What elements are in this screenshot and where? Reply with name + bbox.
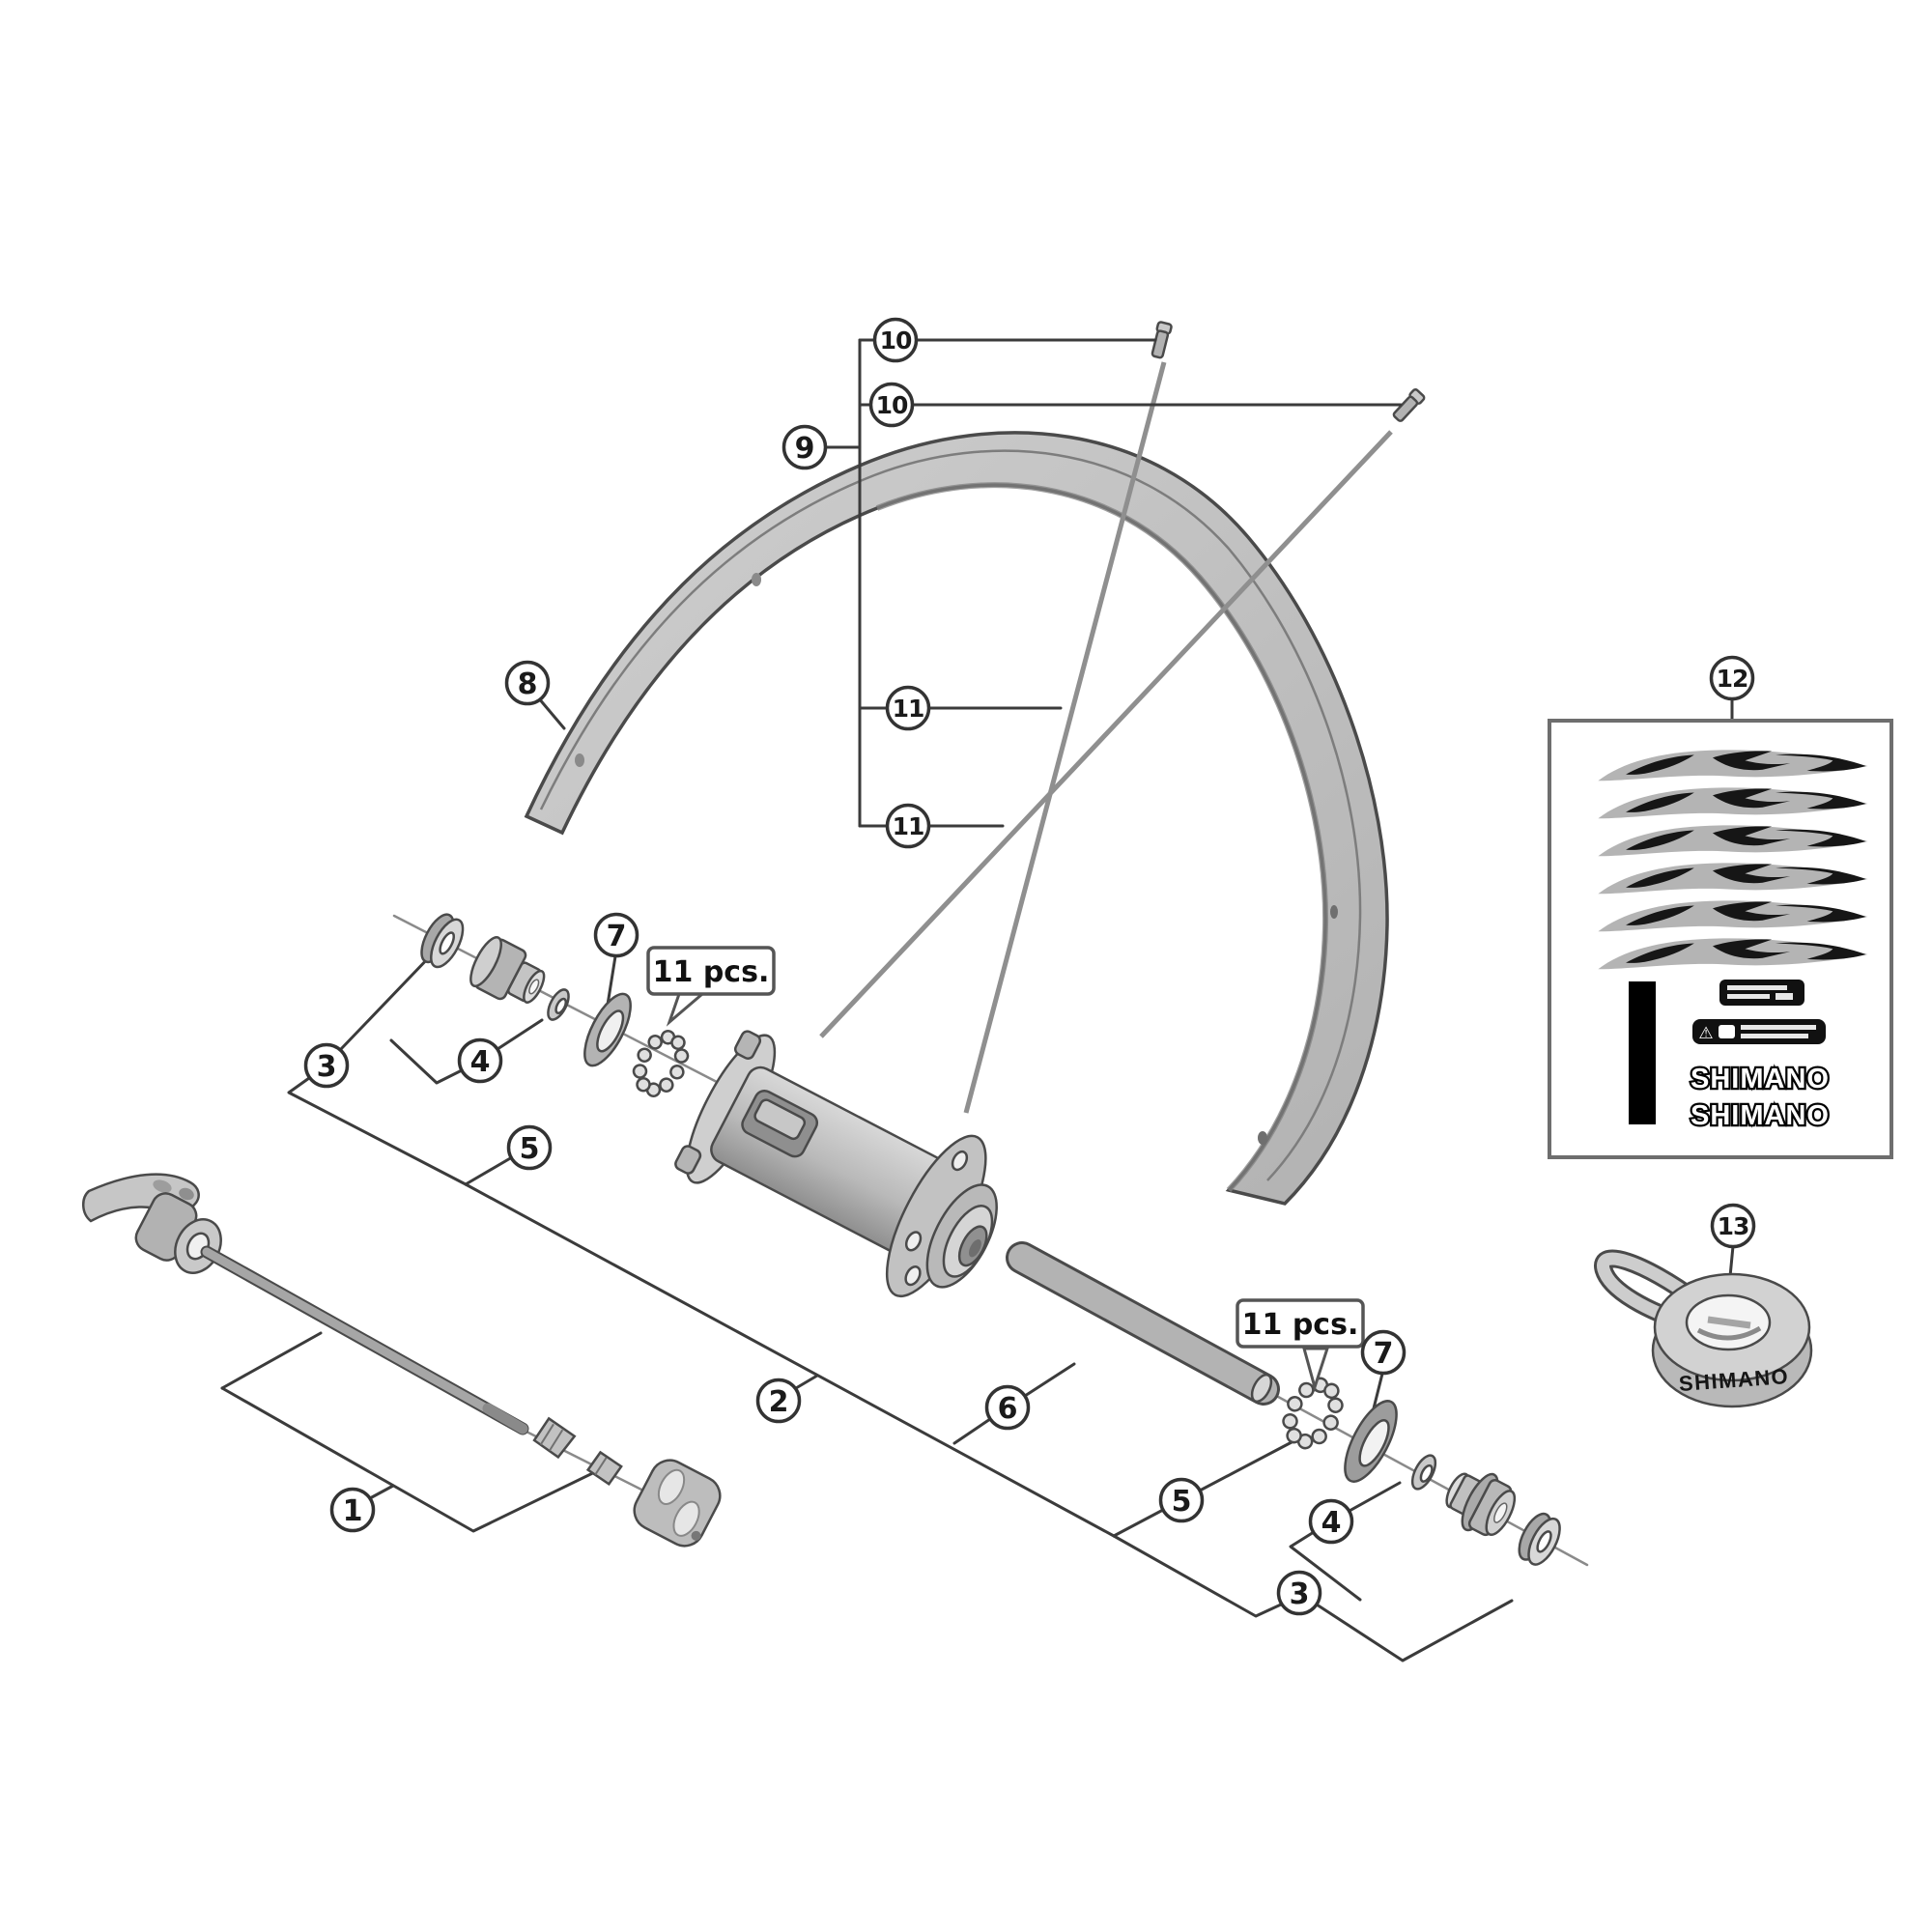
axle-tube [1006, 1241, 1280, 1406]
svg-text:6: 6 [998, 1392, 1018, 1426]
dust-seal-right [1344, 1400, 1398, 1483]
right-axle-parts [1282, 1377, 1561, 1566]
spoke [819, 430, 1393, 1038]
callout-11-lower: 11 [885, 803, 931, 849]
rim-inner-shadow [875, 482, 1329, 1193]
rim-tape-roll: SHIMANO [1594, 1249, 1813, 1408]
callout-9: 9 [781, 424, 828, 470]
tape-loop [1597, 1252, 1704, 1331]
callout-6: 6 [984, 1384, 1031, 1431]
svg-text:1: 1 [343, 1494, 363, 1528]
left-axle-parts [420, 913, 690, 1097]
qr-spring-1 [532, 1416, 577, 1460]
svg-text:9: 9 [795, 432, 815, 466]
spacer-ring-right [1410, 1454, 1437, 1491]
svg-text:11: 11 [893, 812, 924, 840]
lock-washer-right [1518, 1512, 1561, 1566]
callout-10-lower: 10 [868, 382, 915, 428]
rim-spoke-hole [752, 573, 761, 586]
svg-text:3: 3 [317, 1050, 337, 1084]
front-hub-body [674, 1030, 998, 1298]
svg-text:4: 4 [470, 1045, 491, 1079]
spacer-ring-left [547, 988, 570, 1021]
callout-3-right: 3 [1276, 1570, 1322, 1616]
leader-lines [220, 338, 1735, 1662]
callouts: 1 2 3 3 4 4 5 5 6 7 7 8 9 10 10 11 11 12… [303, 317, 1756, 1616]
svg-text:11 pcs.: 11 pcs. [653, 955, 770, 989]
callout-4-right: 4 [1308, 1498, 1354, 1545]
warning-icon: ⚠ [1698, 1024, 1713, 1043]
cone-unit-left [469, 936, 546, 1004]
callout-5-left: 5 [506, 1124, 553, 1171]
lever-detail [179, 1187, 194, 1201]
svg-text:2: 2 [769, 1385, 789, 1419]
callout-2: 2 [755, 1378, 802, 1424]
svg-text:10: 10 [876, 391, 908, 419]
dust-seal-left [583, 992, 632, 1067]
svg-text:7: 7 [607, 920, 627, 953]
svg-text:4: 4 [1321, 1506, 1342, 1540]
svg-text:12: 12 [1717, 665, 1748, 693]
rim-spoke-hole [575, 753, 584, 767]
svg-text:3: 3 [1290, 1577, 1310, 1611]
cone-unit-right [1445, 1472, 1517, 1537]
spoke-nipple [1392, 388, 1426, 422]
sticker-brand-2: SHIMANO [1690, 1100, 1830, 1131]
lever-detail [153, 1179, 172, 1193]
ball-bearing-cage-left [632, 1030, 690, 1097]
callout-7-left: 7 [593, 912, 639, 958]
rim [524, 431, 1389, 1206]
sticker-sheet: ⚠ SHIMANO SHIMANO [1548, 719, 1893, 1159]
callout-11-upper: 11 [885, 685, 931, 731]
svg-text:8: 8 [518, 668, 538, 701]
label-pointer [1302, 1347, 1330, 1393]
spoke [963, 361, 1167, 1114]
qr-adjust-nut [633, 1459, 722, 1548]
svg-text:7: 7 [1374, 1337, 1394, 1371]
quick-release-unit [82, 1173, 722, 1548]
rim-brake-track-line [539, 449, 1362, 1181]
label-11pcs-left: 11 pcs. [646, 946, 776, 1027]
label-pointer [666, 992, 707, 1027]
sticker-origin-label [1719, 980, 1804, 1006]
callout-12: 12 [1709, 655, 1755, 701]
qr-spring-2 [585, 1450, 623, 1486]
ball-bearing-cage-right [1282, 1377, 1344, 1450]
callout-5-right: 5 [1158, 1477, 1205, 1523]
svg-text:10: 10 [880, 327, 912, 355]
skewer-rod [202, 1247, 527, 1434]
callout-4-left: 4 [457, 1037, 503, 1084]
spokes [819, 361, 1393, 1114]
svg-text:11: 11 [893, 695, 924, 723]
svg-text:13: 13 [1718, 1212, 1749, 1240]
skewer-thread-tip [482, 1403, 528, 1435]
callout-1: 1 [329, 1487, 376, 1533]
rim-valve-hole [1330, 905, 1338, 919]
tape-end-inside [1707, 1316, 1751, 1329]
callout-8: 8 [504, 660, 551, 706]
svg-text:5: 5 [520, 1132, 540, 1166]
sticker-brand-1: SHIMANO [1690, 1064, 1830, 1094]
svg-text:11 pcs.: 11 pcs. [1242, 1308, 1359, 1342]
callout-10-upper: 10 [872, 317, 919, 363]
callout-3-left: 3 [303, 1042, 350, 1089]
sticker-warning-label: ⚠ [1692, 1019, 1826, 1044]
spoke-nipple [1151, 321, 1173, 359]
svg-text:5: 5 [1172, 1485, 1192, 1519]
callout-7-right: 7 [1360, 1329, 1406, 1376]
tape-end-inside [1696, 1325, 1762, 1341]
sticker-black-bar [1629, 981, 1656, 1124]
callout-13: 13 [1710, 1203, 1756, 1249]
lock-washer-left [420, 913, 465, 969]
rim-spoke-hole [1258, 1131, 1267, 1145]
label-11pcs-right: 11 pcs. [1236, 1298, 1365, 1393]
